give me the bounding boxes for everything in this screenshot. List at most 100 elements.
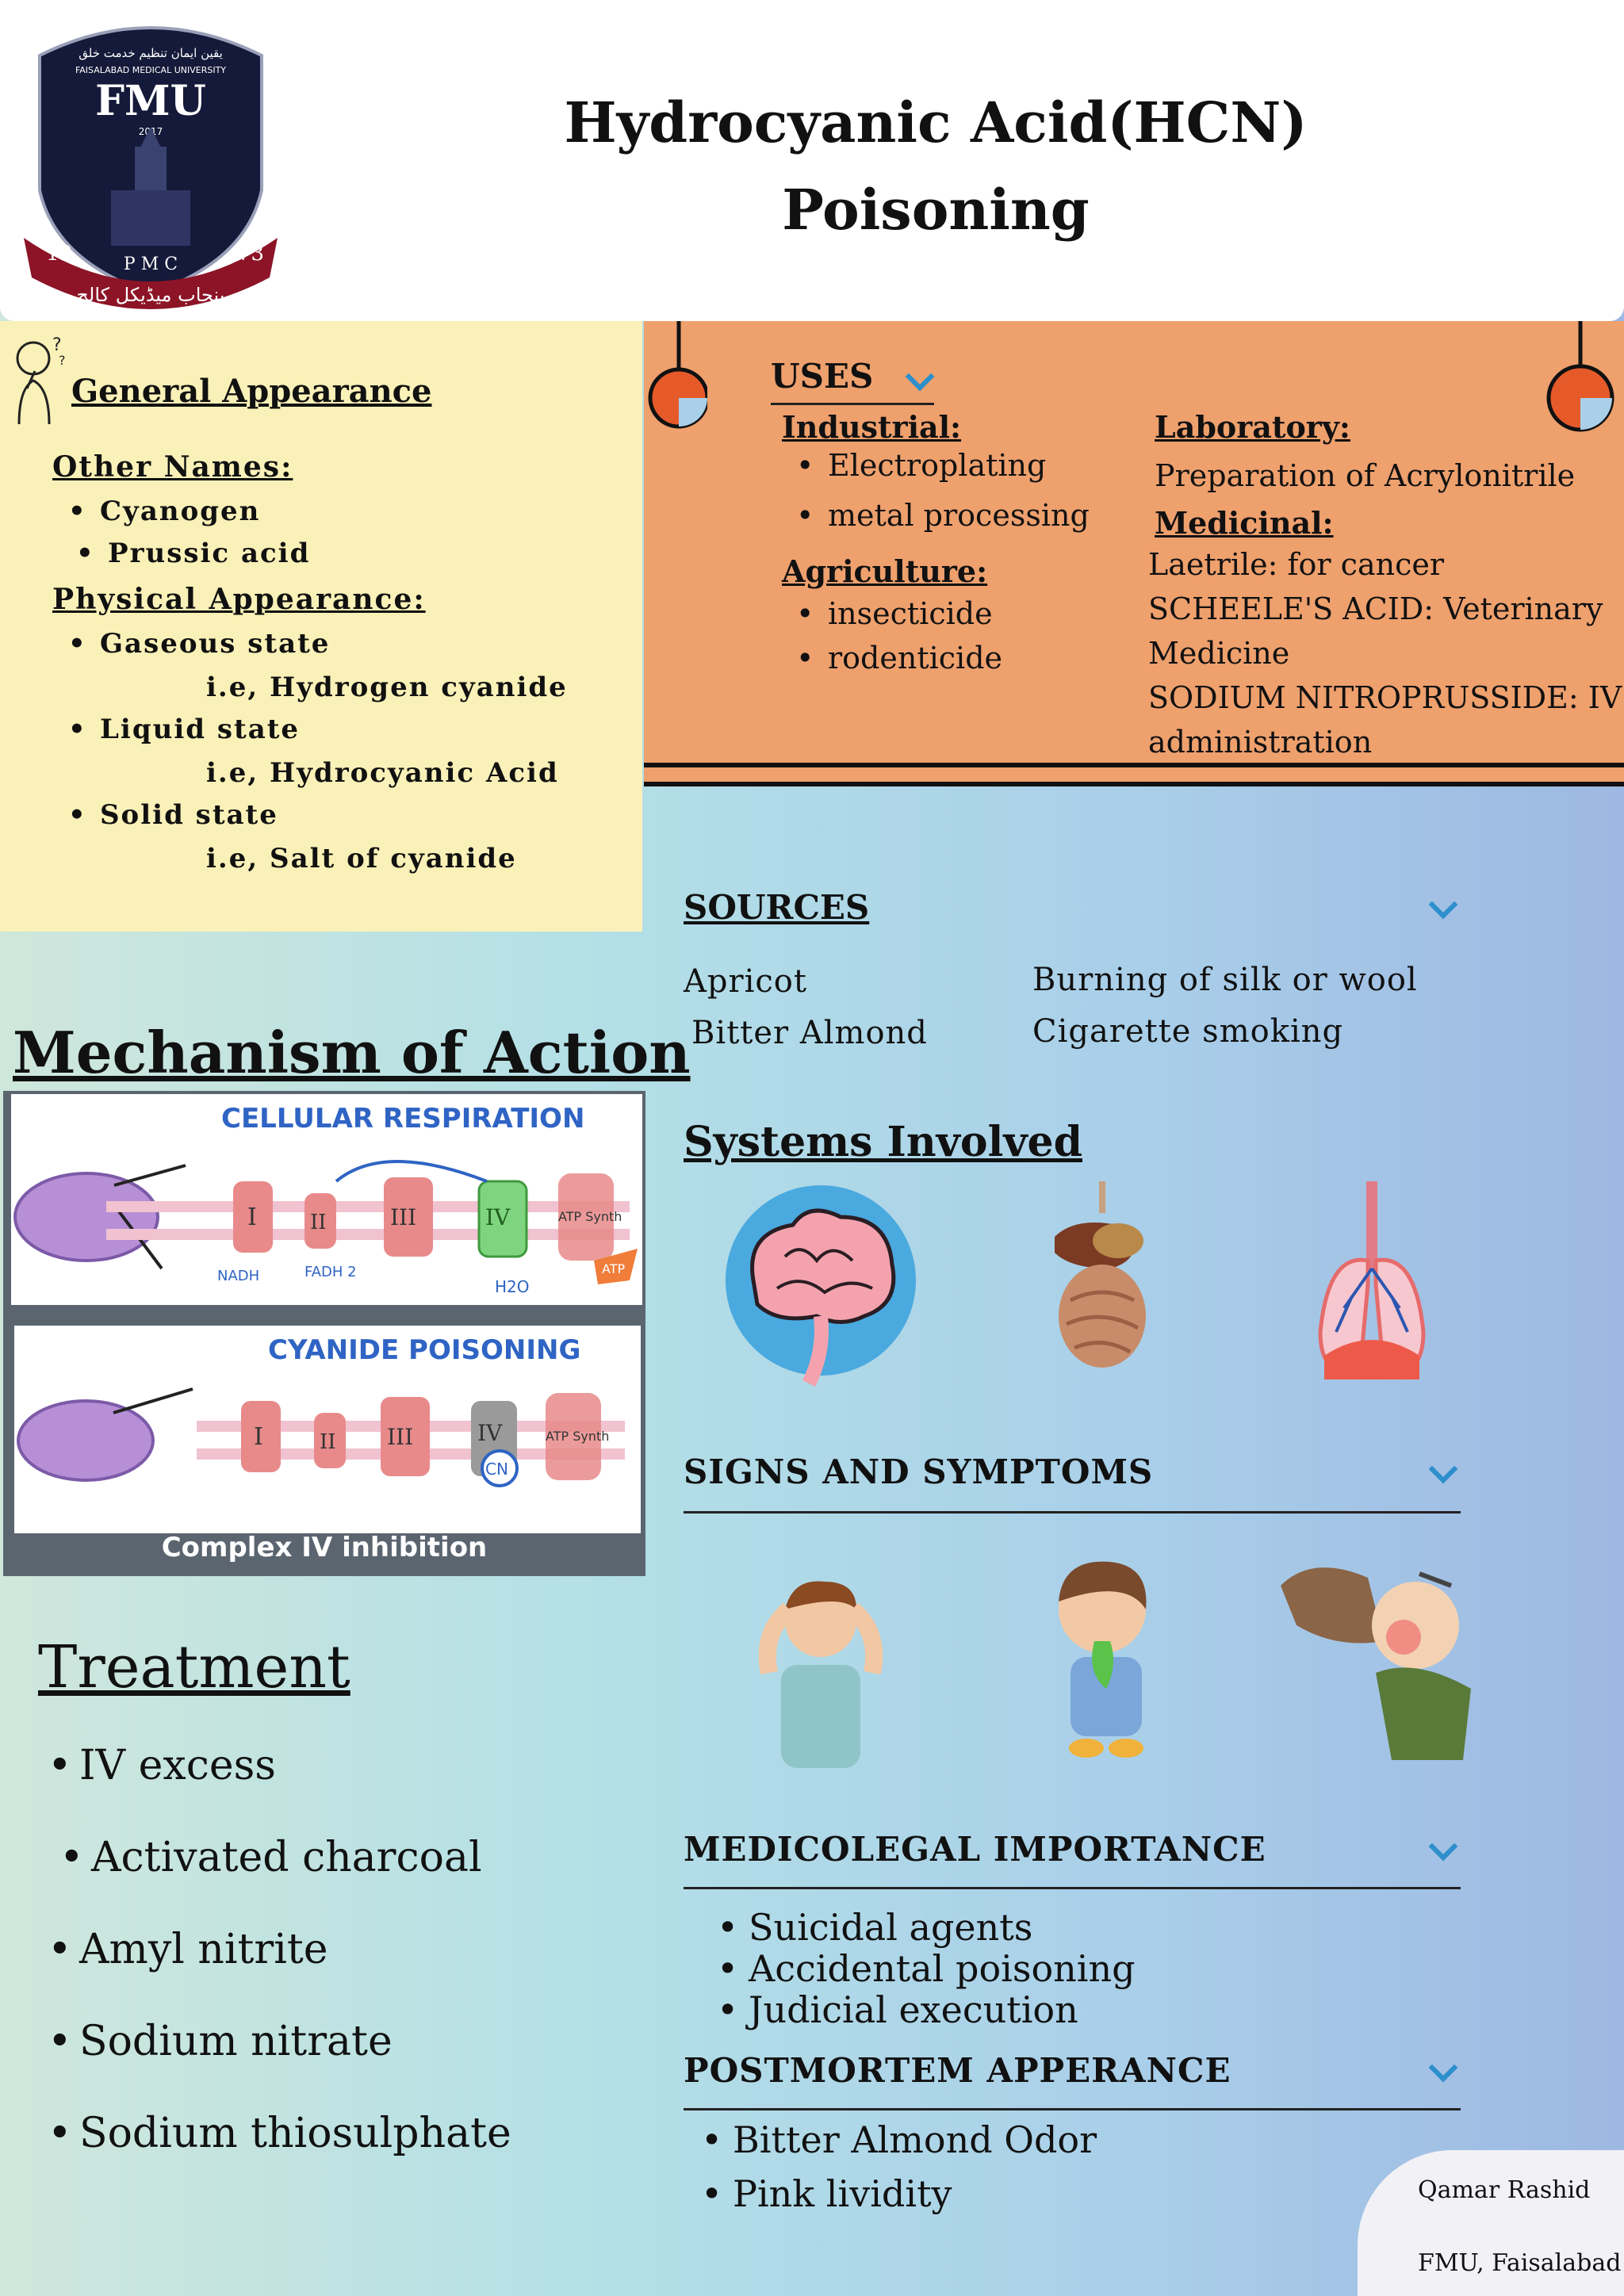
complex-label: III bbox=[387, 1424, 413, 1450]
headache-person-icon bbox=[758, 1581, 883, 1768]
atp-synth-label: ATP Synth bbox=[546, 1429, 609, 1444]
decor-pendulum-left-icon bbox=[648, 321, 707, 429]
sources-chevron-icon[interactable] bbox=[1428, 890, 1458, 920]
cn-label: CN bbox=[485, 1460, 508, 1479]
medicolegal-item: Judicial execution bbox=[717, 1988, 1078, 2031]
logo-right-num: 73 bbox=[238, 242, 264, 266]
digestive-system-icon bbox=[1055, 1181, 1146, 1368]
source-item: Cigarette smoking bbox=[1032, 1013, 1344, 1050]
source-item: Bitter Almond bbox=[691, 1015, 928, 1051]
laboratory-label: Laboratory: bbox=[1155, 409, 1350, 445]
complex-label: II bbox=[310, 1211, 327, 1234]
agriculture-item: insecticide bbox=[796, 596, 992, 631]
h2o-label: H2O bbox=[495, 1277, 530, 1296]
treatment-item: Activated charcoal bbox=[59, 1834, 482, 1881]
state-name: Liquid state bbox=[68, 714, 300, 745]
vomiting-child-icon bbox=[1059, 1561, 1147, 1758]
postmortem-chevron-icon[interactable] bbox=[1428, 2053, 1458, 2083]
logo-left-num: 19 bbox=[46, 242, 72, 266]
medicinal-line: SCHEELE'S ACID: Veterinary bbox=[1148, 591, 1603, 626]
uses-panel bbox=[644, 321, 1624, 765]
logo-abbr: FMU bbox=[95, 77, 206, 125]
laboratory-text: Preparation of Acrylonitrile bbox=[1155, 458, 1576, 493]
postmortem-item: Pink lividity bbox=[701, 2172, 952, 2215]
industrial-label: Industrial: bbox=[782, 409, 962, 445]
complex-label: III bbox=[390, 1204, 416, 1230]
treatment-item: Sodium thiosulphate bbox=[48, 2110, 511, 2157]
medicolegal-chevron-icon[interactable] bbox=[1428, 1831, 1458, 1862]
treatment-title: Treatment bbox=[38, 1633, 350, 1701]
breathing-bag-man-icon bbox=[1281, 1567, 1471, 1760]
credit-org: FMU, Faisalabad bbox=[1418, 2249, 1622, 2277]
uses-divider bbox=[644, 763, 1624, 786]
general-appearance-panel bbox=[0, 321, 642, 932]
postmortem-item: Bitter Almond Odor bbox=[701, 2118, 1097, 2161]
logo-top-text: یقین ایمان تنظیم خدمت خلق bbox=[79, 46, 223, 60]
state-detail: i.e, Hydrogen cyanide bbox=[206, 672, 568, 703]
signs-chevron-icon[interactable] bbox=[1428, 1454, 1458, 1484]
complex-label: IV bbox=[485, 1204, 511, 1230]
panel1-title: CELLULAR RESPIRATION bbox=[221, 1103, 584, 1135]
treatment-item: IV excess bbox=[48, 1742, 276, 1789]
fmu-logo: یقین ایمان تنظیم خدمت خلق FAISALABAD MED… bbox=[24, 26, 278, 309]
medicinal-line: Laetrile: for cancer bbox=[1148, 547, 1445, 582]
mechanism-caption: Complex IV inhibition bbox=[161, 1532, 488, 1563]
credit-card bbox=[1358, 2150, 1624, 2296]
uses-title: USES bbox=[771, 357, 874, 396]
medicolegal-item: Accidental poisoning bbox=[717, 1947, 1136, 1990]
general-appearance-title: General Appearance bbox=[71, 373, 432, 410]
systems-title: Systems Involved bbox=[684, 1118, 1082, 1166]
thinking-person-icon: ? ? bbox=[16, 335, 66, 425]
physical-appearance-label: Physical Appearance: bbox=[52, 583, 426, 616]
other-name-item: Prussic acid bbox=[76, 538, 310, 569]
industrial-item: Electroplating bbox=[796, 448, 1046, 483]
complex-label: I bbox=[254, 1423, 263, 1451]
source-item: Apricot bbox=[684, 963, 807, 1000]
signs-rule bbox=[684, 1511, 1461, 1513]
cellular-respiration-diagram: CELLULAR RESPIRATION I II III IV ATP Syn… bbox=[11, 1094, 642, 1305]
agriculture-label: Agriculture: bbox=[782, 553, 988, 589]
atp-synth-label: ATP Synth bbox=[558, 1209, 622, 1224]
source-item: Burning of silk or wool bbox=[1032, 962, 1418, 998]
agriculture-item: rodenticide bbox=[796, 641, 1002, 675]
svg-text:?: ? bbox=[59, 353, 66, 368]
treatment-item: Amyl nitrite bbox=[48, 1926, 328, 1973]
sources-title: SOURCES bbox=[684, 888, 870, 927]
mechanism-title: Mechanism of Action bbox=[13, 1019, 691, 1086]
uses-title-underline bbox=[771, 403, 934, 405]
cyanide-poisoning-diagram: CYANIDE POISONING I II III IV CN ATP Syn… bbox=[14, 1326, 641, 1533]
medicinal-line: SODIUM NITROPRUSSIDE: IV bbox=[1148, 680, 1622, 715]
state-name: Solid state bbox=[68, 799, 278, 831]
logo-university: FAISALABAD MEDICAL UNIVERSITY bbox=[75, 65, 226, 75]
logo-pmc: P M C bbox=[124, 254, 178, 274]
nadh-label: NADH bbox=[217, 1268, 259, 1284]
postmortem-rule bbox=[684, 2108, 1461, 2110]
other-name-item: Cyanogen bbox=[68, 496, 260, 527]
medicolegal-rule bbox=[684, 1887, 1461, 1889]
title-line-1: Hydrocyanic Acid(HCN) bbox=[564, 90, 1308, 155]
title-line-2: Poisoning bbox=[782, 177, 1090, 243]
treatment-item: Sodium nitrate bbox=[48, 2018, 393, 2065]
decor-pendulum-right-icon bbox=[1546, 321, 1614, 432]
state-name: Gaseous state bbox=[68, 628, 330, 660]
medicinal-line: Medicine bbox=[1148, 636, 1290, 671]
complex-label: IV bbox=[477, 1420, 503, 1446]
credit-name: Qamar Rashid bbox=[1418, 2176, 1591, 2204]
medicolegal-item: Suicidal agents bbox=[717, 1906, 1032, 1949]
svg-text:?: ? bbox=[52, 335, 62, 355]
medicolegal-title: MEDICOLEGAL IMPORTANCE bbox=[684, 1830, 1266, 1869]
state-detail: i.e, Hydrocyanic Acid bbox=[206, 757, 559, 789]
lungs-icon bbox=[1318, 1181, 1426, 1380]
complex-label: II bbox=[320, 1430, 336, 1454]
fadh-label: FADH 2 bbox=[304, 1264, 357, 1280]
logo-urdu: پنجاب میڈیکل کالج bbox=[77, 284, 225, 306]
other-names-label: Other Names: bbox=[52, 450, 293, 484]
industrial-item: metal processing bbox=[796, 498, 1090, 533]
signs-title: SIGNS AND SYMPTOMS bbox=[684, 1452, 1154, 1491]
state-detail: i.e, Salt of cyanide bbox=[206, 843, 517, 874]
atp-label: ATP bbox=[602, 1261, 625, 1276]
medicinal-label: Medicinal: bbox=[1155, 505, 1334, 541]
panel2-title: CYANIDE POISONING bbox=[268, 1334, 580, 1366]
postmortem-title: POSTMORTEM APPERANCE bbox=[684, 2051, 1231, 2090]
complex-label: I bbox=[247, 1203, 257, 1231]
